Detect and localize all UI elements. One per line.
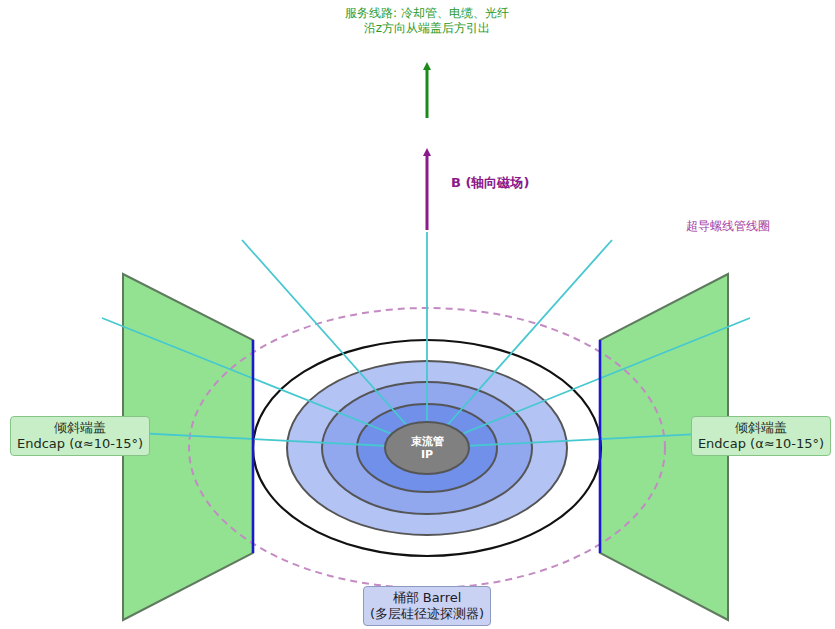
node-text: 束流管 [384, 435, 470, 448]
barrel-label: 桶部 Barrel(多层硅径迹探测器) [363, 586, 491, 625]
node-text: 倾斜端盖 [11, 420, 149, 436]
service-arrow [426, 66, 429, 118]
field-arrow [426, 152, 429, 230]
node-text: Endcap (α≈10-15°) [692, 436, 830, 452]
service-note: 服务线路: 冷却管、电缆、光纤 [345, 6, 509, 20]
endcap-label: 倾斜端盖Endcap (α≈10-15°) [10, 416, 150, 455]
node-text: 桶部 Barrel [364, 590, 490, 606]
node-text: 倾斜端盖 [692, 420, 830, 436]
node-text: (多层硅径迹探测器) [364, 606, 490, 622]
endcap-face [599, 340, 602, 553]
node-text: IP [384, 448, 470, 461]
field-label: B (轴向磁场) [451, 175, 529, 191]
node-text: Endcap (α≈10-15°) [11, 436, 149, 452]
coil-label: 超导螺线管线圈 [686, 219, 770, 233]
endcap-label: 倾斜端盖Endcap (α≈10-15°) [691, 416, 831, 455]
service-note: 沿z方向从端盖后方引出 [364, 21, 490, 35]
beam-pipe: 束流管IP [384, 421, 470, 475]
endcap-face [252, 340, 255, 553]
